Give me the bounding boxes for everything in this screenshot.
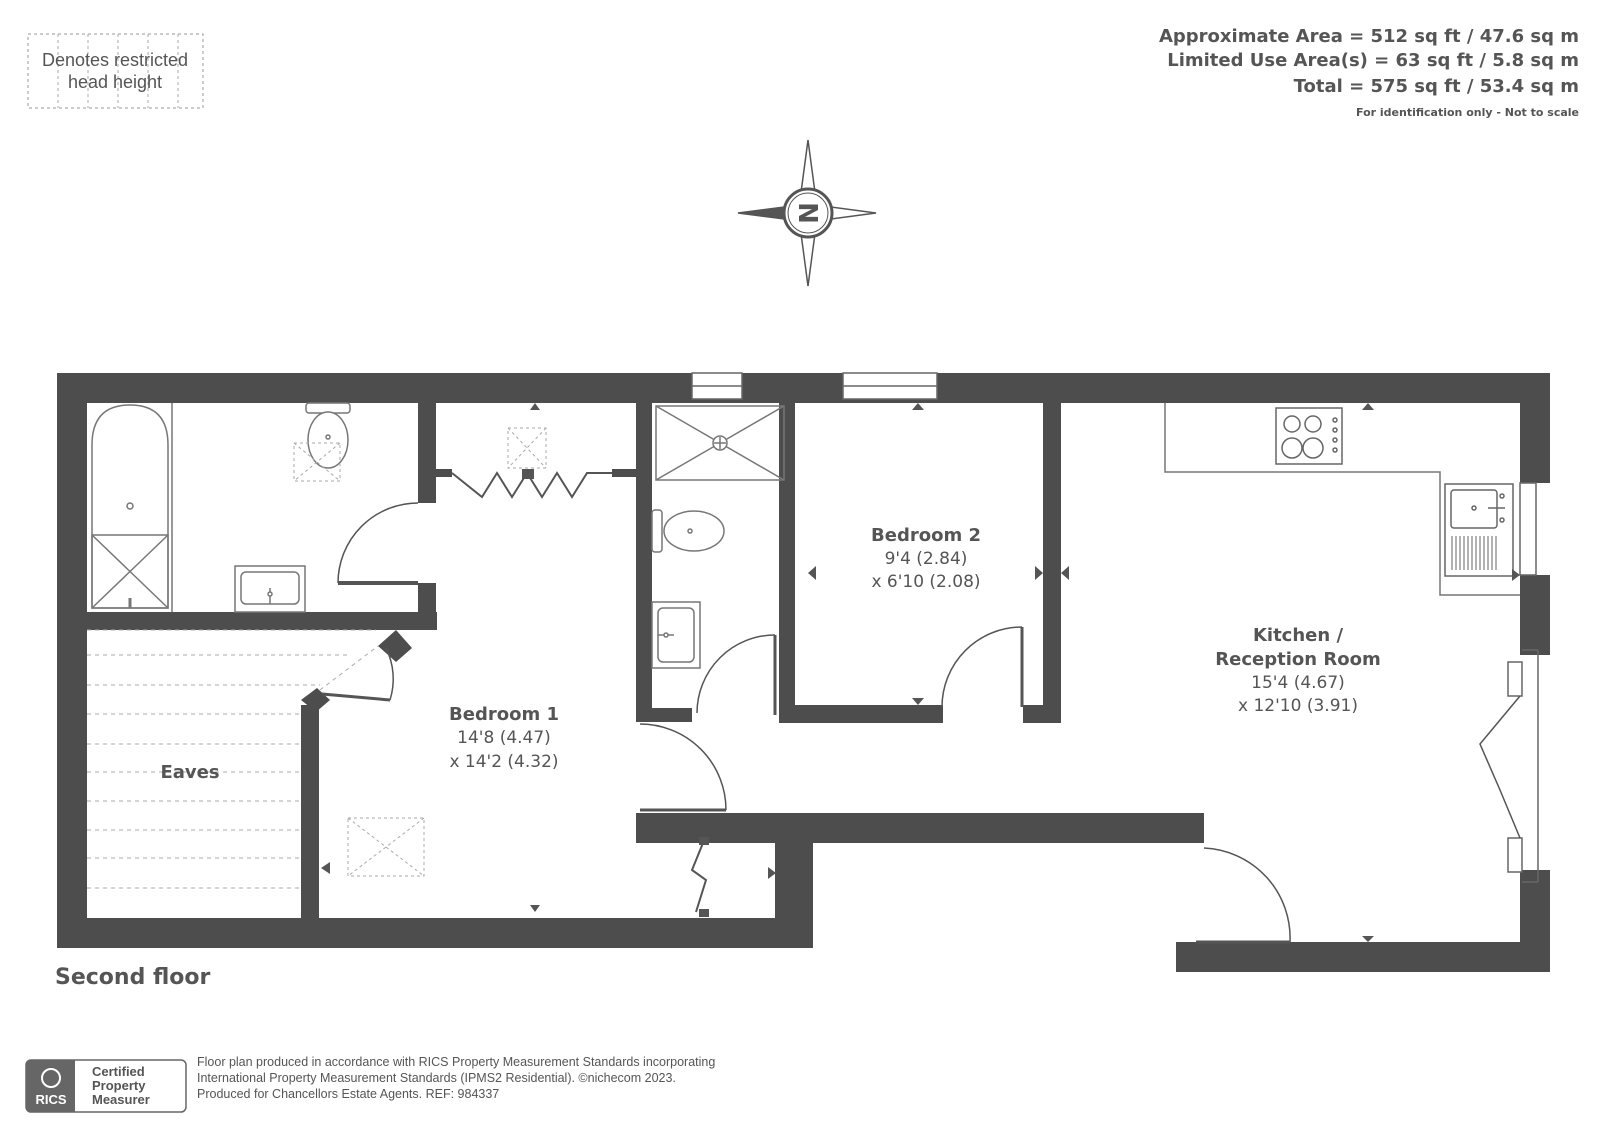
sink-icon bbox=[1444, 483, 1514, 577]
rics-badge: RICS Certified Property Measurer bbox=[25, 1059, 187, 1113]
walls bbox=[57, 373, 1550, 972]
hob-icon bbox=[1275, 407, 1343, 465]
windows bbox=[691, 372, 1539, 883]
arrow-marker bbox=[912, 403, 924, 410]
eaves-label: Eaves bbox=[160, 762, 219, 783]
bedroom2-name: Bedroom 2 bbox=[871, 525, 981, 546]
bedroom1-door bbox=[639, 723, 727, 812]
restricted-height-marker-2 bbox=[507, 427, 547, 469]
compass-icon: N bbox=[737, 139, 877, 287]
bedroom1-dim2: x 14'2 (4.32) bbox=[449, 752, 558, 772]
legend-restricted-height: Denotes restricted head height bbox=[27, 33, 204, 109]
shower-tray-icon bbox=[655, 405, 785, 481]
room-label-kitchen: Kitchen / Reception Room 15'4 (4.67) x 1… bbox=[1215, 625, 1380, 716]
french-doors bbox=[1479, 695, 1521, 839]
footer-text: Floor plan produced in accordance with R… bbox=[197, 1055, 715, 1101]
legend-text-line2: head height bbox=[68, 72, 162, 92]
cupboard-doors bbox=[690, 837, 709, 917]
footer-line3: Produced for Chancellors Estate Agents. … bbox=[197, 1087, 499, 1101]
drainer-icon bbox=[1451, 536, 1497, 570]
compass-north-letter: N bbox=[792, 202, 822, 224]
badge-property: Property bbox=[92, 1078, 146, 1093]
restricted-height-marker-3 bbox=[347, 817, 425, 877]
kitchen-dim1: 15'4 (4.67) bbox=[1251, 673, 1345, 693]
eaves-door bbox=[321, 647, 394, 702]
bedroom1-name: Bedroom 1 bbox=[449, 704, 559, 725]
total-area-text: Total = 575 sq ft / 53.4 sq m bbox=[1294, 76, 1579, 97]
footer-line2: International Property Measurement Stand… bbox=[197, 1071, 676, 1085]
approximate-area-text: Approximate Area = 512 sq ft / 47.6 sq m bbox=[1159, 26, 1579, 47]
arrow-marker bbox=[530, 403, 540, 410]
toilet-icon-2 bbox=[651, 509, 725, 553]
bathtub-icon bbox=[91, 404, 169, 609]
badge-certified: Certified bbox=[92, 1064, 145, 1079]
basin-icon-2 bbox=[651, 601, 701, 669]
legend-text-line1: Denotes restricted bbox=[42, 50, 188, 70]
arrow-marker bbox=[1061, 566, 1069, 580]
wardrobe-doors bbox=[451, 469, 612, 499]
kitchen-worktop bbox=[1164, 403, 1520, 596]
basin-icon bbox=[234, 565, 306, 613]
arrow-marker bbox=[321, 862, 330, 874]
area-summary: Approximate Area = 512 sq ft / 47.6 sq m… bbox=[1159, 26, 1579, 119]
footer-line1: Floor plan produced in accordance with R… bbox=[197, 1055, 715, 1069]
floor-label: Second floor bbox=[55, 965, 211, 990]
bathroom-door bbox=[337, 502, 419, 585]
arrow-marker bbox=[912, 698, 924, 705]
bedroom2-dim1: 9'4 (2.84) bbox=[885, 549, 968, 569]
arrow-marker bbox=[768, 867, 776, 879]
eaves-area bbox=[87, 629, 379, 889]
arrow-marker bbox=[1362, 403, 1374, 410]
room-label-bedroom2: Bedroom 2 9'4 (2.84) x 6'10 (2.08) bbox=[871, 525, 981, 592]
bedroom2-door bbox=[941, 626, 1024, 708]
badge-measurer: Measurer bbox=[92, 1092, 150, 1107]
rics-text: RICS bbox=[35, 1092, 66, 1107]
bedroom1-dim1: 14'8 (4.47) bbox=[457, 728, 551, 748]
kitchen-name-line2: Reception Room bbox=[1215, 649, 1380, 670]
arrow-marker bbox=[808, 566, 816, 580]
arrow-marker bbox=[1362, 936, 1374, 942]
arrow-marker bbox=[1035, 566, 1043, 580]
restricted-height-marker bbox=[293, 442, 341, 482]
toilet-icon bbox=[305, 402, 351, 469]
rics-logo-icon bbox=[41, 1068, 61, 1088]
kitchen-dim2: x 12'10 (3.91) bbox=[1238, 696, 1358, 716]
entrance-door bbox=[1196, 847, 1291, 944]
arrow-marker bbox=[1512, 569, 1520, 581]
arrow-marker bbox=[530, 905, 540, 912]
kitchen-name-line1: Kitchen / bbox=[1253, 625, 1343, 646]
limited-use-area-text: Limited Use Area(s) = 63 sq ft / 5.8 sq … bbox=[1167, 50, 1579, 71]
shower-room-door bbox=[696, 634, 777, 715]
not-to-scale-note: For identification only - Not to scale bbox=[1356, 106, 1579, 119]
room-label-bedroom1: Bedroom 1 14'8 (4.47) x 14'2 (4.32) bbox=[449, 704, 559, 772]
bedroom2-dim2: x 6'10 (2.08) bbox=[871, 572, 980, 592]
